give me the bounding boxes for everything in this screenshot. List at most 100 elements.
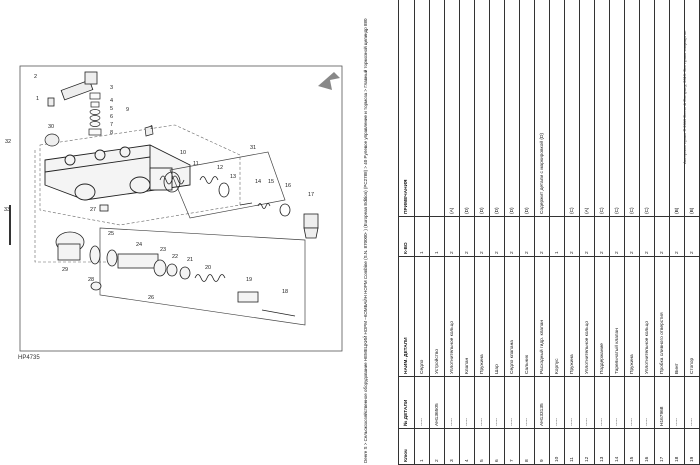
table-title: Deere S > Сельскохозяйственное оборудова…: [363, 18, 368, 463]
table-cell: AH133135: [534, 376, 550, 429]
table-cell: [549, 0, 565, 217]
kit-31-box: [169, 151, 286, 219]
table-cell: 16: [639, 428, 655, 465]
column-header: НАИМ. ДЕТАЛИ: [398, 256, 415, 377]
table-cell: (A): [444, 0, 460, 217]
table-cell: (D): [489, 0, 505, 217]
copyright-footer: Авторское право © 2019 Deere & Company, …: [680, 0, 700, 465]
assembly-outline: [39, 124, 241, 226]
callout-6: 6: [110, 114, 114, 120]
table-cell: Содержит детали с маркировкой (D): [534, 0, 550, 217]
table-cell: 7: [504, 428, 520, 465]
table-cell: 2: [489, 216, 505, 257]
callout-19: 19: [246, 277, 253, 283]
table-cell: 1: [549, 216, 565, 257]
table-cell: 5: [474, 428, 490, 465]
callout-14: 14: [255, 179, 262, 185]
piston-assembly: [55, 204, 296, 317]
callout-8: 8: [110, 130, 114, 136]
table-cell: 2: [639, 216, 655, 257]
callout-13: 13: [230, 174, 237, 180]
diagram-frame: [19, 65, 343, 352]
table-cell: Уплотнительное кольцо: [444, 256, 460, 377]
callout-10: 10: [180, 150, 187, 156]
table-cell: Сальник: [519, 256, 535, 377]
callout-5: 5: [110, 106, 114, 112]
callout-7: 7: [110, 122, 114, 128]
table-cell: -----: [459, 376, 475, 429]
table-cell: 2: [654, 216, 670, 257]
table-cell: 3: [444, 428, 460, 465]
table-cell: -----: [549, 376, 565, 429]
table-cell: 14: [609, 428, 625, 465]
table-cell: 2: [444, 216, 460, 257]
exploded-parts-diagram: 2 1 3 4 5 6 7 8 9 1 30 32 10 31 11 12 13…: [4, 65, 343, 361]
column-header: № ДЕТАЛИ: [398, 376, 415, 429]
plug-17: [303, 213, 319, 239]
table-cell: (D): [474, 0, 490, 217]
table-cell: -----: [474, 376, 490, 429]
table-cell: -----: [504, 376, 520, 429]
table-cell: -----: [609, 376, 625, 429]
table-cell: Седло клапана: [504, 256, 520, 377]
table-cell: -----: [489, 376, 505, 429]
table-cell: 2: [534, 216, 550, 257]
callout-29: 29: [62, 267, 69, 273]
table-cell: 15: [624, 428, 640, 465]
table-cell: 2: [519, 216, 535, 257]
kit-26-box: [99, 227, 306, 326]
master-cylinder-drawing: [9, 65, 343, 352]
callout-26: 26: [148, 295, 155, 301]
callout-16: 16: [285, 183, 292, 189]
table-cell: -----: [594, 376, 610, 429]
table-cell: 1: [414, 216, 430, 257]
table-cell: 10: [549, 428, 565, 465]
table-cell: [429, 0, 445, 217]
table-cell: 1: [429, 216, 445, 257]
valve-stack: [88, 92, 102, 136]
table-cell: 4: [459, 428, 475, 465]
table-cell: Клапан: [459, 256, 475, 377]
table-cell: Уплотнительное кольцо: [639, 256, 655, 377]
parts-table-panel: Deere S > Сельскохозяйственное оборудова…: [362, 0, 700, 465]
nav-arrow-icon: [318, 72, 340, 90]
table-cell: 2: [609, 216, 625, 257]
callout-9: 9: [126, 107, 130, 113]
table-cell: 8: [519, 428, 535, 465]
callout-28: 28: [88, 277, 95, 283]
table-cell: 2: [474, 216, 490, 257]
table-cell: (C): [594, 0, 610, 217]
table-cell: 9: [534, 428, 550, 465]
cylinder-body: [44, 144, 191, 201]
callout-32: 32: [5, 139, 12, 145]
callout-18: 18: [282, 289, 289, 295]
callout-12: 12: [217, 165, 224, 171]
table-cell: H167968: [654, 376, 670, 429]
callout-30: 30: [48, 124, 55, 130]
table-cell: -----: [624, 376, 640, 429]
table-cell: 13: [594, 428, 610, 465]
rotated-table-sheet: Deere S > Сельскохозяйственное оборудова…: [362, 0, 700, 465]
title-prefix: Deere S: [363, 446, 368, 463]
table-cell: Поддержание: [594, 256, 610, 377]
table-cell: Пружина: [624, 256, 640, 377]
table-cell: -----: [564, 376, 580, 429]
table-cell: 2: [564, 216, 580, 257]
table-cell: -----: [444, 376, 460, 429]
callout-11: 11: [193, 161, 199, 167]
callout-31: 31: [250, 145, 257, 151]
table-cell: 2: [594, 216, 610, 257]
callout-27: 27: [90, 207, 97, 213]
